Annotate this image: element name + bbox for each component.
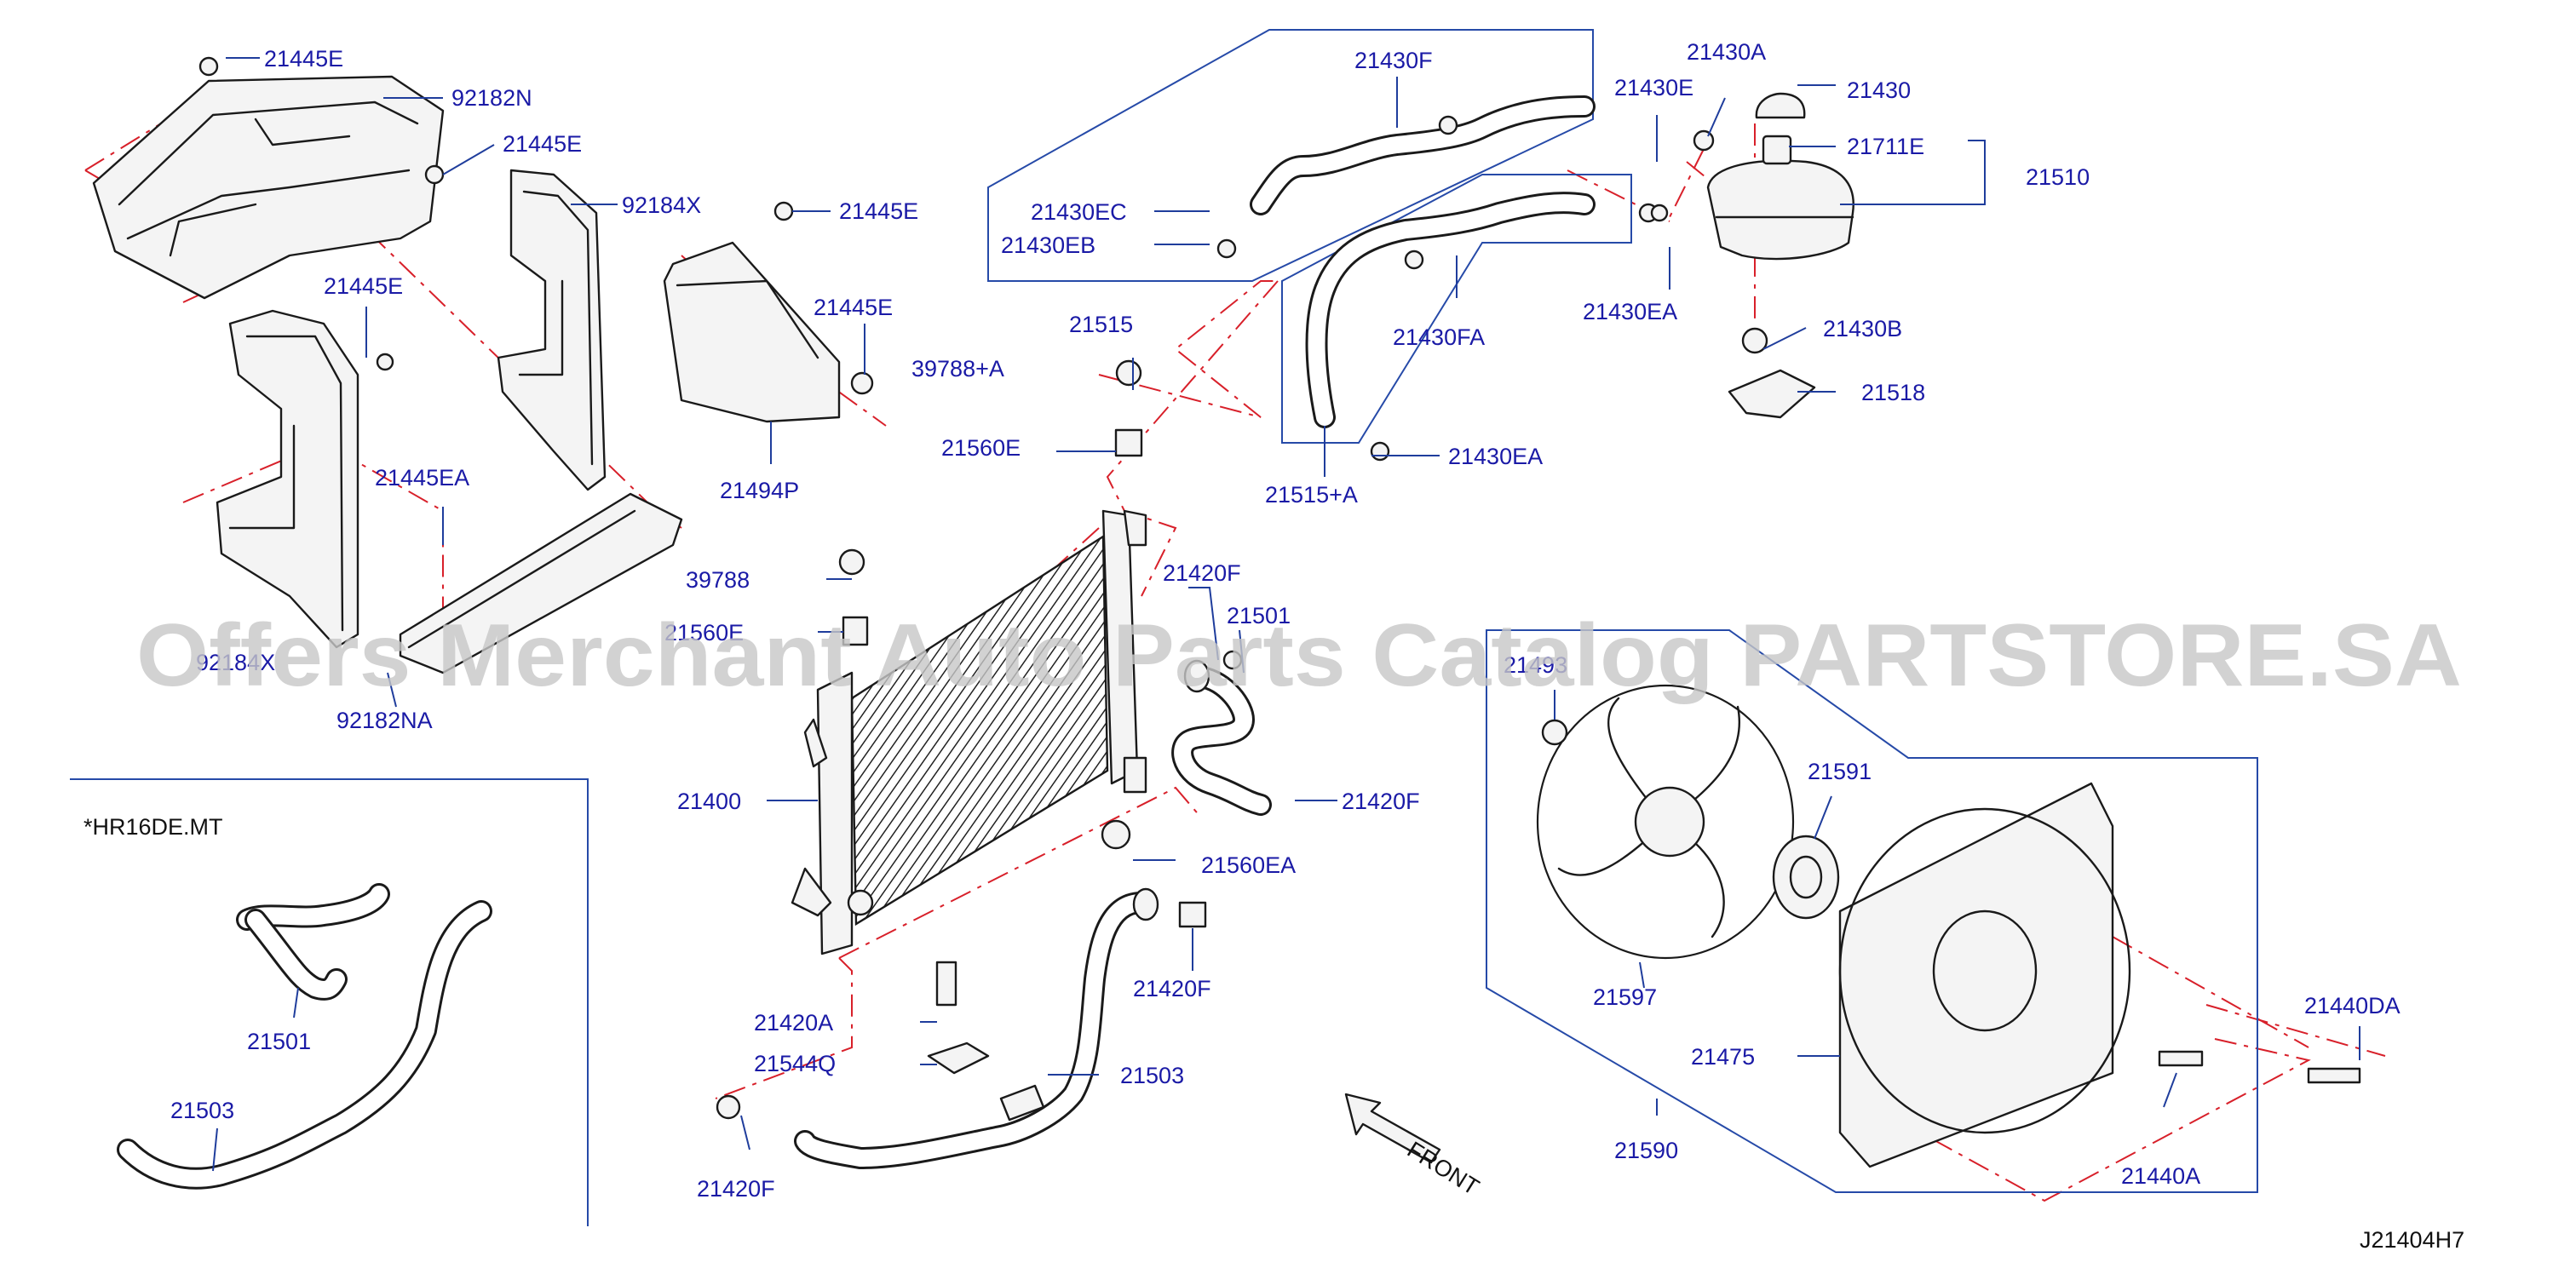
label-21518: 21518 <box>1861 380 1925 405</box>
left-side-air-guide <box>216 309 359 649</box>
label-21515A: 21515+A <box>1265 482 1358 508</box>
label-21430EC: 21430EC <box>1031 199 1127 225</box>
label-21440DA: 21440DA <box>2304 993 2401 1018</box>
label-21494P: 21494P <box>720 478 799 503</box>
right-side-air-guide <box>497 169 607 491</box>
label-21475: 21475 <box>1691 1044 1755 1070</box>
label-21430EA-lower: 21430EA <box>1448 444 1543 469</box>
label-21430B: 21430B <box>1823 316 1902 341</box>
upper-air-guide <box>92 75 445 300</box>
front-label: FRONT <box>1403 1137 1484 1201</box>
label-inset-21501: 21501 <box>247 1029 311 1054</box>
fan-motor <box>1772 835 1840 920</box>
upper-radiator-hose <box>1171 659 1272 816</box>
part-labels: 21445E 92182N 21445E 92184X 21445E 21445… <box>170 39 2401 1202</box>
label-21711E: 21711E <box>1847 134 1924 159</box>
radiator <box>791 509 1147 955</box>
label-21440A: 21440A <box>2121 1163 2200 1189</box>
group-boxes <box>70 29 2258 1226</box>
label-21445E-bracket: 21445E <box>814 295 893 320</box>
label-92182NA: 92182NA <box>336 708 433 733</box>
fan-blade <box>1536 684 1795 960</box>
label-21420A: 21420A <box>754 1010 833 1036</box>
lower-air-guide <box>399 492 683 674</box>
label-21445E-left: 21445E <box>324 273 403 299</box>
label-21590: 21590 <box>1614 1138 1678 1163</box>
label-21430FA: 21430FA <box>1393 324 1485 350</box>
reservoir-bracket <box>1728 369 1816 419</box>
label-39788: 39788 <box>686 567 750 593</box>
label-92184X: 92184X <box>622 192 701 218</box>
label-21420F-upper: 21420F <box>1163 560 1241 586</box>
label-21510: 21510 <box>2026 164 2090 190</box>
label-21493: 21493 <box>1504 652 1567 678</box>
label-21430A: 21430A <box>1687 39 1766 65</box>
label-21501: 21501 <box>1227 603 1291 628</box>
label-21430EB: 21430EB <box>1001 232 1095 258</box>
reservoir-hose-lower <box>1305 192 1596 428</box>
label-21400: 21400 <box>677 789 741 814</box>
label-21597: 21597 <box>1593 984 1657 1010</box>
label-21420F-bottom: 21420F <box>697 1176 775 1202</box>
variant-note: *HR16DE.MT <box>83 814 223 840</box>
diagram-code: J21404H7 <box>2360 1227 2464 1253</box>
label-21420F-lower: 21420F <box>1133 976 1211 1001</box>
label-21445E-top: 21445E <box>264 46 343 72</box>
label-21544Q: 21544Q <box>754 1051 836 1076</box>
reservoir-hose-upper <box>1250 95 1596 215</box>
label-21445E-bracket-top: 21445E <box>839 198 918 224</box>
label-21445E-right: 21445E <box>503 131 582 157</box>
hardware-fasteners <box>198 56 2361 1120</box>
label-21420F-right: 21420F <box>1342 789 1420 814</box>
label-21445EA: 21445EA <box>375 465 469 491</box>
label-21560EA: 21560EA <box>1201 852 1296 878</box>
label-21515: 21515 <box>1069 312 1133 337</box>
label-92184X-left: 92184X <box>196 650 275 675</box>
label-21560E-upper: 21560E <box>941 435 1021 461</box>
lower-radiator-hose <box>794 887 1159 1169</box>
label-39788A: 39788+A <box>911 356 1004 382</box>
air-guide-bracket <box>663 241 841 423</box>
label-92182N: 92182N <box>451 85 532 111</box>
label-21430F: 21430F <box>1354 48 1433 73</box>
label-inset-21503: 21503 <box>170 1098 234 1123</box>
label-21430E: 21430E <box>1614 75 1693 100</box>
label-21560E-lower: 21560E <box>664 620 744 645</box>
fan-shroud <box>1838 782 2131 1168</box>
front-arrow <box>1344 1093 1441 1164</box>
label-21430: 21430 <box>1847 77 1911 103</box>
leader-lines <box>212 57 2360 1172</box>
label-21503: 21503 <box>1120 1063 1184 1088</box>
label-21591: 21591 <box>1808 759 1872 784</box>
label-21430EA-upper: 21430EA <box>1583 299 1677 324</box>
watermark: Offers Merchant Auto Parts Catalog PARTS… <box>136 606 2462 705</box>
inset-hoses <box>117 883 492 1190</box>
reservoir-tank <box>1706 92 1854 261</box>
